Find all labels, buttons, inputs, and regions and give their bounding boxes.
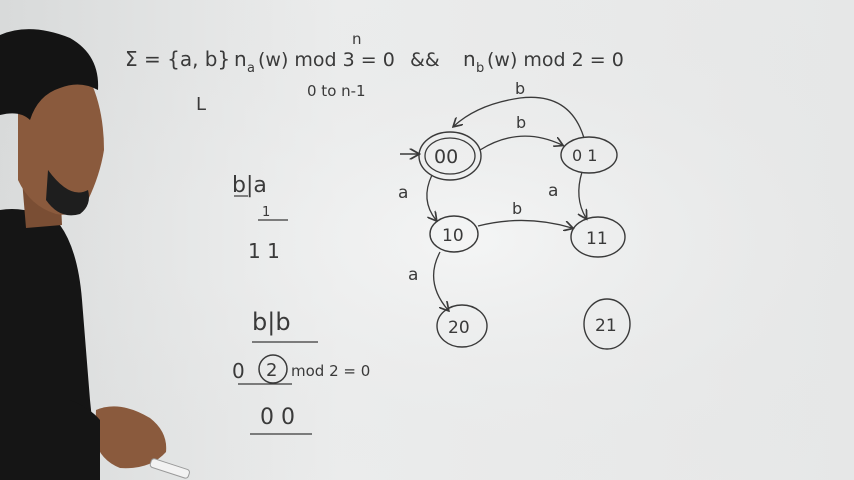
cond-b-n: n [463,47,476,71]
presenter-beard [46,170,89,216]
presenter-face [18,64,104,215]
edge-10-20-label: a [408,265,418,285]
state-00: 00 [418,131,482,181]
edge-01-00-b [454,96,585,139]
cond-a-n: n [234,47,247,71]
cond-a-rest: (w) mod 3 = 0 [258,49,395,71]
alphabet-text: Σ = {a, b} [125,47,230,71]
note-mod-rest: mod 2 = 0 [291,362,370,380]
state-01-label: 0 1 [572,146,597,165]
edge-10-11-b [477,219,572,228]
edge-00-01-label: b [516,113,526,132]
note-ones: 1 1 [248,239,280,263]
note-ba-sub: 1 [262,205,270,220]
cond-b-rest: (w) mod 2 = 0 [487,49,624,71]
state-10-label: 10 [442,226,464,246]
state-11-label: 11 [586,229,608,249]
state-10: 10 [429,215,479,253]
note-b-bar-b: b|b [252,308,291,336]
state-01: 0 1 [560,136,618,174]
edge-10-20-a [433,251,448,310]
state-20-label: 20 [448,318,470,338]
side-notes: b|a 1 1 1 b|b 0 2 mod 2 = 0 0 0 [232,173,370,435]
state-00-label: 00 [434,146,458,168]
edge-01-11-label: a [548,181,558,201]
state-21: 21 [583,298,631,350]
presenter [0,29,190,480]
edge-01-11-a [579,171,586,218]
cond-a-sub: a [247,61,255,76]
presenter-arm [70,400,100,480]
edge-00-10-a [426,174,436,220]
note-b-bar-a: b|a [232,173,267,198]
edge-00-10-label: a [398,183,408,203]
note-double-zero: 0 0 [260,405,295,430]
state-20: 20 [436,304,488,348]
dfa-diagram: b b a a b a 00 0 1 10 11 20 [398,79,631,350]
language-L: L [196,94,206,115]
note-mod-left: 0 [232,359,245,383]
range-text: 0 to n-1 [307,82,366,100]
edge-00-01-b [479,135,562,151]
presenter-hand [95,406,167,469]
state-11: 11 [570,216,626,258]
and-symbol: && [410,49,440,71]
note-mod-circled: 2 [266,360,277,381]
note-mod-circle [258,354,288,384]
edge-01-00-label: b [515,79,525,98]
n-mark: n [352,30,362,48]
presenter-hair [0,29,99,121]
marker-pen [149,458,190,479]
state-21-label: 21 [595,316,617,336]
header-equation: Σ = {a, b} n a (w) mod 3 = 0 n && n b (w… [125,30,624,115]
cond-b-sub: b [476,61,484,76]
edge-10-11-label: b [512,199,522,218]
